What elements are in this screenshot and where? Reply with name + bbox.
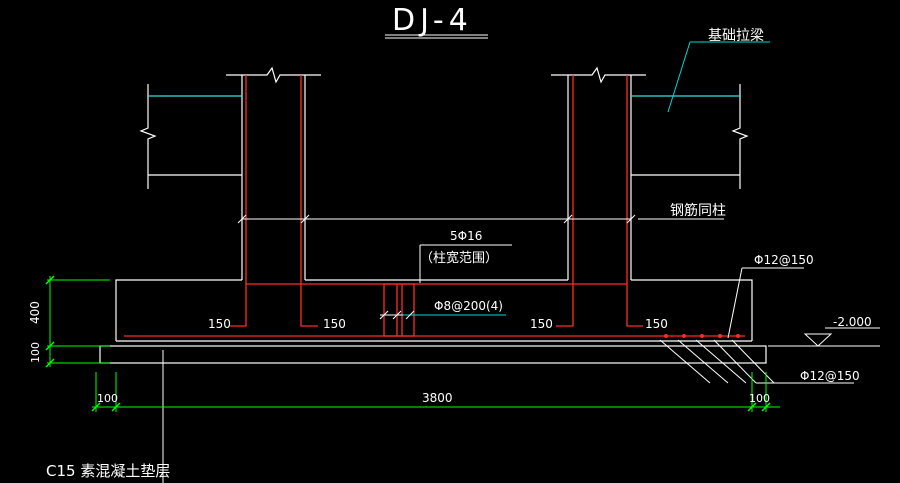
elevation-triangle [803, 333, 833, 347]
bm-hatch-5 [731, 339, 775, 384]
cyan-leaders [148, 41, 770, 316]
left-column-bar-outer [230, 75, 247, 327]
bm-hatch-3 [695, 339, 747, 384]
dim-cushion-height-label: 100 [29, 342, 42, 363]
leader-lines [162, 218, 880, 483]
stirrup-label: Φ8@200(4) [434, 299, 503, 313]
cushion-layer [99, 345, 767, 364]
left-column-top-break [226, 66, 321, 84]
tick-marks [237, 214, 636, 320]
bend-label-1: 150 [208, 317, 231, 331]
tie-beam-label: 基础拉梁 [708, 27, 764, 44]
top-mesh-label: Φ12@150 [754, 253, 814, 267]
footing-outline-right [631, 279, 753, 341]
bend-label-2: 150 [323, 317, 346, 331]
drawing-title: DJ-4 [392, 3, 473, 38]
rebar-dots [664, 334, 740, 338]
right-column-bar-outer [556, 75, 574, 327]
labels: 基础拉梁 钢筋同柱 5Φ16 （柱宽范围） Φ8@200(4) Φ12@150 … [28, 27, 872, 480]
top-mesh-leader [727, 267, 743, 339]
stirrup-a [383, 283, 415, 337]
bend-label-4: 150 [645, 317, 668, 331]
footing-outline [115, 279, 242, 341]
dim-left-offset-label: 100 [97, 392, 118, 405]
bm-hatch-1 [659, 339, 711, 384]
bm-hatch-2 [677, 339, 729, 384]
rebar-same-label: 钢筋同柱 [670, 202, 726, 219]
cushion-note: C15 素混凝土垫层 [46, 462, 170, 480]
dim-width-label: 3800 [422, 391, 453, 405]
bottom-mesh-label: Φ12@150 [800, 369, 860, 383]
right-beam-break [731, 84, 749, 189]
main-rebar-note: （柱宽范围） [420, 250, 498, 266]
left-beam-break [139, 84, 157, 189]
dim-right-offset-label: 100 [749, 392, 770, 405]
tie-beam-leader [667, 41, 691, 113]
right-column-top-break [551, 66, 646, 84]
main-rebar-label: 5Φ16 [450, 229, 482, 243]
bm-hatch-4 [713, 339, 757, 384]
dimensions [47, 276, 780, 412]
elevation-label: -2.000 [833, 315, 872, 329]
right-column-bar-inner [626, 75, 643, 327]
dimension-ticks [45, 275, 771, 412]
dim-footing-height-label: 400 [28, 301, 42, 324]
bend-label-3: 150 [530, 317, 553, 331]
rebar [124, 75, 745, 337]
left-column-bar-inner [300, 75, 318, 327]
